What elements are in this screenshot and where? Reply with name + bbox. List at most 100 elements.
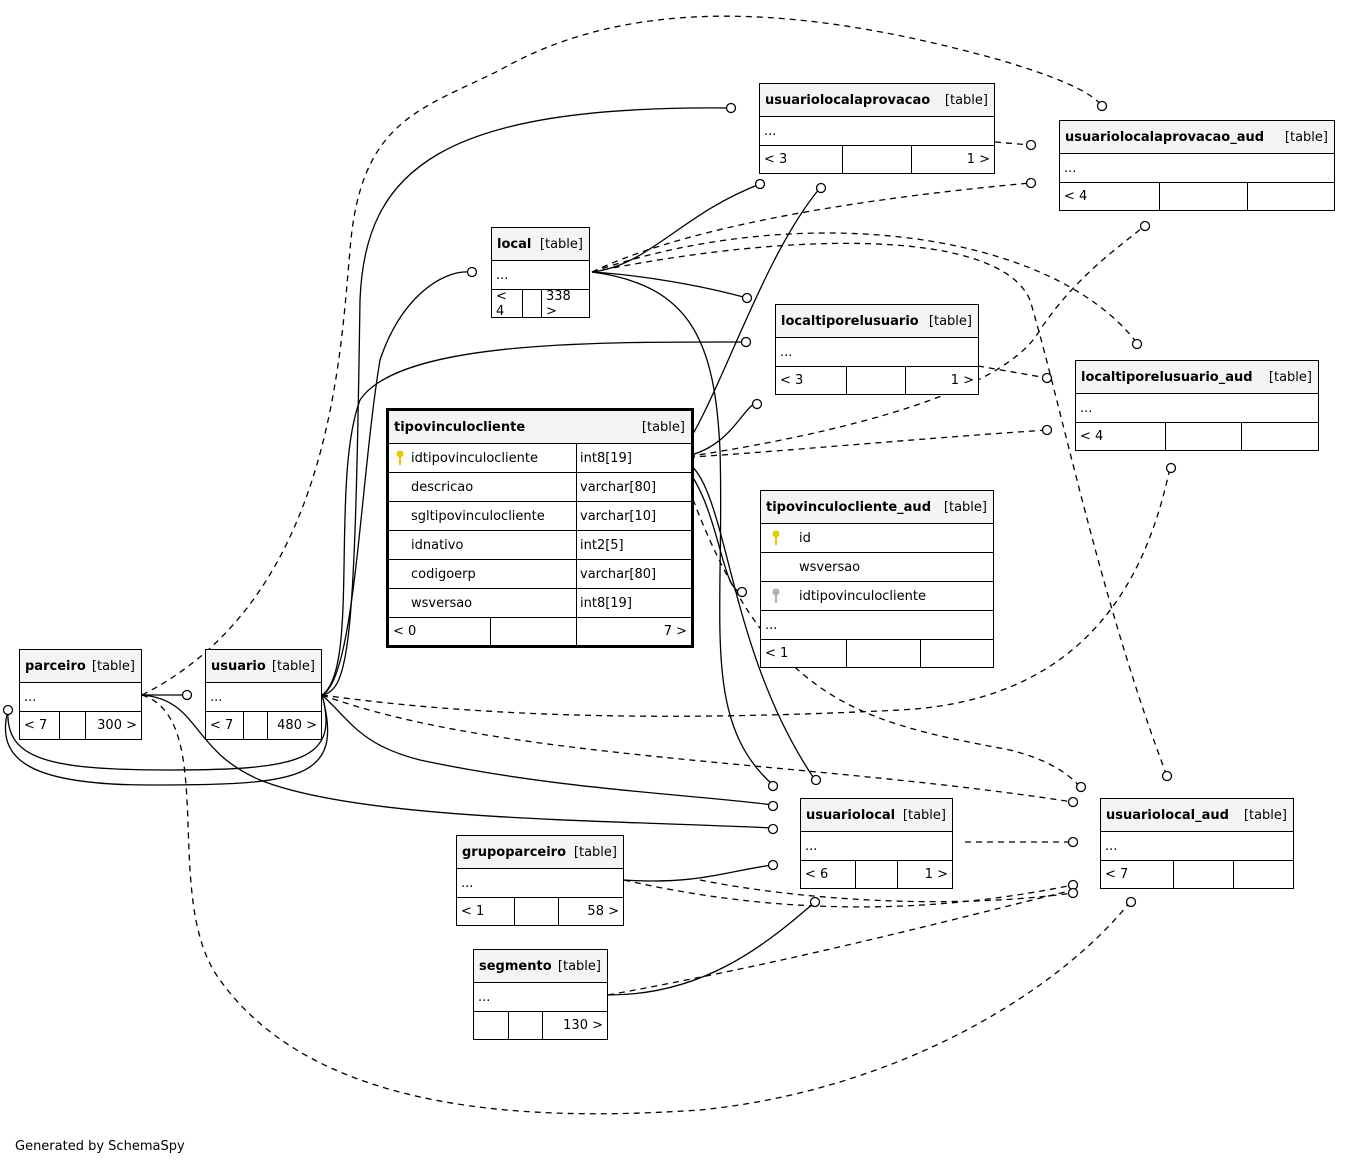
parents-count[interactable]: < 4 — [1060, 183, 1160, 210]
edge-grupoparceiro-usuariolocal_aud — [623, 879, 1074, 908]
parents-count[interactable]: < 7 — [206, 712, 244, 739]
children-count[interactable]: 130 > — [563, 1018, 603, 1033]
columns-ellipsis: ... — [474, 983, 607, 1012]
footer-mid — [523, 290, 542, 317]
table-parceiro[interactable]: parceiro[table] ... < 7 300 > — [19, 649, 142, 740]
column-name: codigoerp — [411, 566, 476, 582]
children-count[interactable]: 1 > — [924, 867, 948, 882]
table-header: tipovinculocliente_aud[table] — [761, 491, 993, 524]
table-localtiporelusuario-aud[interactable]: localtiporelusuario_aud[table] ... < 4 — [1075, 360, 1319, 451]
children-count[interactable]: 480 > — [277, 718, 317, 733]
table-name: tipovinculocliente_aud — [766, 499, 931, 515]
table-tipovinculocliente-aud[interactable]: tipovinculocliente_aud[table] id wsversa… — [760, 490, 994, 668]
table-type: [table] — [271, 658, 315, 674]
parents-count[interactable]: < 7 — [1101, 861, 1174, 888]
edge-parceiro-usuariolocal_aud — [141, 694, 1131, 1115]
edge-parceiro-usuariolocal — [141, 694, 774, 829]
footer-mid — [491, 618, 577, 645]
column-name: sgltipovinculocliente — [411, 508, 545, 524]
table-header: segmento[table] — [474, 950, 607, 983]
parents-count[interactable]: < 1 — [457, 898, 515, 925]
column-name: wsversao — [411, 595, 473, 611]
table-header: localtiporelusuario[table] — [776, 305, 978, 338]
table-grupoparceiro[interactable]: grupoparceiro[table] ... < 1 58 > — [456, 835, 624, 926]
footer-mid — [1166, 423, 1242, 450]
table-type: [table] — [557, 958, 601, 974]
columns-ellipsis: ... — [457, 869, 623, 898]
children-count[interactable]: 1 > — [966, 152, 990, 167]
column-name: descricao — [411, 479, 474, 495]
column-name: idtipovinculocliente — [799, 588, 926, 604]
table-footer: < 7 300 > — [20, 712, 141, 739]
table-type: [table] — [928, 313, 972, 329]
table-name: local — [497, 236, 532, 252]
table-usuariolocalaprovacao-aud[interactable]: usuariolocalaprovacao_aud[table] ... < 4 — [1059, 120, 1335, 211]
edge-usuario-parceiro-loop — [7, 694, 327, 771]
table-footer: < 1 — [761, 640, 993, 667]
footer-mid — [843, 146, 912, 173]
children-count[interactable]: 58 > — [587, 904, 619, 919]
edge-usuario-usuariolocal_aud — [321, 694, 1074, 803]
column-name: idnativo — [411, 537, 464, 553]
column-row: wsversao int8[19] — [389, 589, 691, 618]
edge-local-localtiporelusuario — [591, 271, 748, 299]
column-type: varchar[10] — [580, 508, 657, 524]
table-footer: < 6 1 > — [801, 861, 952, 888]
parents-count[interactable]: < 6 — [801, 861, 856, 888]
children-count[interactable]: 338 > — [546, 288, 571, 319]
table-header: grupoparceiro[table] — [457, 836, 623, 869]
column-type: varchar[80] — [580, 479, 657, 495]
edge-local-localtiporelusuario_aud — [591, 232, 1138, 344]
footer-mid — [60, 712, 86, 739]
edge-parceiro-usuariolocalaprovacao_aud — [141, 15, 1103, 696]
table-type: [table] — [641, 419, 685, 435]
table-header: usuariolocal_aud[table] — [1101, 799, 1293, 832]
footer-mid — [509, 1012, 543, 1039]
column-type: int8[19] — [580, 450, 632, 466]
column-name: idtipovinculocliente — [411, 450, 538, 466]
table-type: [table] — [573, 844, 617, 860]
edge-usuario-local — [321, 271, 471, 696]
table-usuariolocal-aud[interactable]: usuariolocal_aud[table] ... < 7 — [1100, 798, 1294, 889]
column-type: int2[5] — [580, 537, 624, 553]
edge-usuario-usuariolocalaprovacao — [321, 107, 731, 696]
table-type: [table] — [944, 92, 988, 108]
parents-count[interactable]: < 1 — [761, 640, 847, 667]
table-usuario[interactable]: usuario[table] ... < 7 480 > — [205, 649, 322, 740]
children-count[interactable]: 1 > — [950, 373, 974, 388]
table-header: usuariolocalaprovacao[table] — [760, 84, 994, 117]
column-row: idtipovinculocliente — [761, 582, 993, 611]
table-header: usuario[table] — [206, 650, 321, 683]
table-segmento[interactable]: segmento[table] ... 130 > — [473, 949, 608, 1040]
table-header: usuariolocal[table] — [801, 799, 952, 832]
table-footer: < 4 — [1060, 183, 1334, 210]
edge-tipo-usuariolocal_aud — [677, 457, 1081, 788]
column-row: sgltipovinculocliente varchar[10] — [389, 502, 691, 531]
columns-ellipsis: ... — [206, 683, 321, 712]
parents-count[interactable]: < 4 — [1076, 423, 1166, 450]
table-type: [table] — [1284, 129, 1328, 145]
edge-tipo-usuariolocalaprovacao_aud — [677, 224, 1146, 459]
parents-count[interactable]: < 7 — [20, 712, 60, 739]
footer-mid — [847, 367, 906, 394]
edge-tipo-localtiporelusuario_aud — [677, 429, 1048, 459]
parents-count[interactable]: < 4 — [492, 289, 523, 319]
table-name: usuariolocal_aud — [1106, 807, 1229, 823]
columns-ellipsis: ... — [1060, 154, 1334, 183]
children-count[interactable]: 300 > — [97, 718, 137, 733]
parents-count[interactable]: < 3 — [776, 367, 847, 394]
table-header: tipovinculocliente[table] — [389, 411, 691, 444]
parents-count[interactable]: < 0 — [389, 618, 491, 645]
footer-mid — [1174, 861, 1234, 888]
table-local[interactable]: local[table] ... < 4 338 > — [491, 227, 590, 319]
table-localtiporelusuario[interactable]: localtiporelusuario[table] ... < 3 1 > — [775, 304, 979, 395]
parents-count[interactable]: < 3 — [760, 146, 843, 173]
columns-ellipsis: ... — [492, 261, 589, 290]
table-name: parceiro — [25, 658, 86, 674]
table-header: local[table] — [492, 228, 589, 261]
table-tipovinculocliente[interactable]: tipovinculocliente[table] idtipovinculoc… — [386, 408, 694, 648]
table-usuariolocalaprovacao[interactable]: usuariolocalaprovacao[table] ... < 3 1 > — [759, 83, 995, 174]
table-usuariolocal[interactable]: usuariolocal[table] ... < 6 1 > — [800, 798, 953, 889]
children-count[interactable]: 7 > — [663, 624, 687, 639]
